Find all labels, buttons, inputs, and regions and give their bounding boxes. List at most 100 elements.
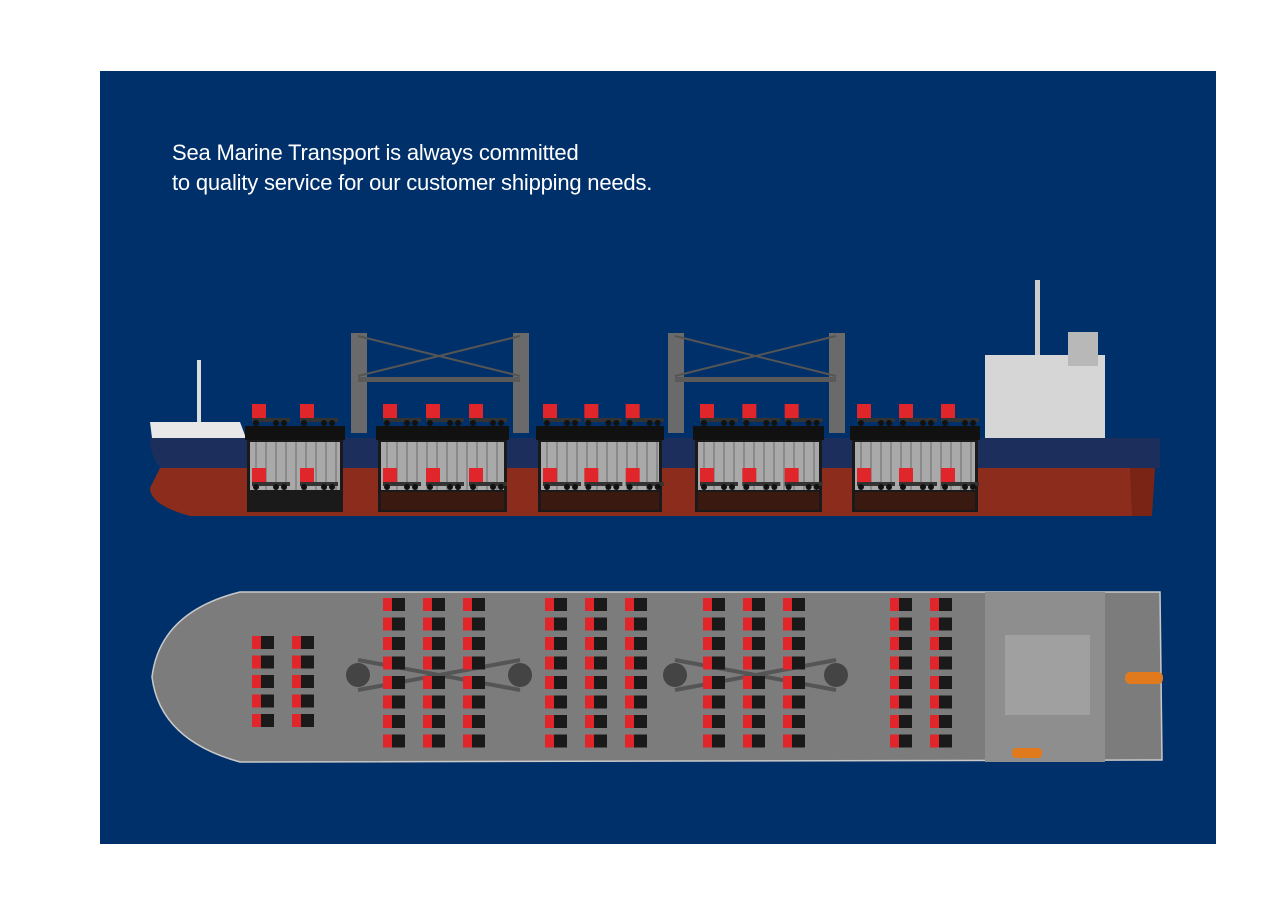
funnel	[1068, 332, 1098, 366]
truck	[783, 715, 805, 728]
hold-stiffener	[255, 442, 257, 490]
truck	[463, 598, 485, 611]
truck	[545, 734, 567, 748]
truck-wheel	[701, 484, 707, 490]
truck-wheel	[785, 484, 792, 490]
hold-floor	[698, 492, 819, 510]
truck-wheel	[253, 484, 259, 490]
truck-wheel	[721, 420, 727, 426]
truck	[743, 695, 765, 709]
hold-stiffener	[723, 442, 725, 490]
hold-stiffener	[920, 442, 922, 490]
truck-wheel	[763, 420, 770, 426]
truck-cab	[625, 404, 640, 418]
truck	[742, 468, 781, 490]
truck	[703, 734, 725, 748]
truck	[703, 715, 725, 728]
bridge-house	[1005, 635, 1090, 715]
truck-cab	[585, 637, 594, 650]
truck-wheel	[301, 420, 307, 426]
truck-wheel	[626, 420, 633, 426]
truck-cab	[784, 468, 799, 482]
truck-chassis	[543, 482, 581, 486]
truck-wheel	[427, 484, 433, 490]
truck-cab	[625, 734, 634, 748]
truck-cab	[703, 676, 712, 689]
truck-cab	[383, 676, 392, 689]
truck	[930, 676, 952, 689]
truck	[930, 715, 952, 728]
truck	[784, 404, 823, 426]
truck	[703, 637, 725, 650]
truck-wheel	[404, 484, 410, 490]
truck-wheel	[920, 420, 926, 426]
truck-wheel	[626, 484, 633, 490]
truck-cab	[783, 695, 792, 709]
truck-wheel	[721, 484, 727, 490]
bow-forecastle	[150, 422, 246, 438]
truck-wheel	[281, 484, 287, 490]
truck	[700, 404, 738, 426]
truck-wheel	[886, 420, 892, 426]
hold-stiffener	[426, 442, 428, 490]
truck-cab	[252, 675, 261, 688]
truck-wheel	[962, 420, 968, 426]
truck-wheel	[928, 484, 934, 490]
truck-cab	[890, 676, 899, 689]
truck-cab	[463, 695, 472, 709]
truck	[930, 695, 952, 709]
truck	[383, 598, 405, 611]
truck	[890, 715, 912, 728]
hold-stiffener	[636, 442, 638, 490]
truck	[783, 617, 805, 631]
truck-cab	[899, 404, 913, 418]
truck-chassis	[469, 482, 507, 486]
truck-wheel	[646, 420, 653, 426]
truck-cab	[703, 617, 712, 631]
truck-chassis	[941, 482, 979, 486]
truck-wheel	[763, 484, 770, 490]
truck-cab	[625, 656, 634, 670]
truck-wheel	[384, 484, 390, 490]
truck-chassis	[300, 482, 338, 486]
truck-wheel	[384, 420, 390, 426]
truck-cab	[585, 617, 594, 631]
truck-cab	[743, 695, 752, 709]
truck	[383, 695, 405, 709]
truck	[890, 637, 912, 650]
truck-wheel	[785, 420, 792, 426]
truck-wheel	[455, 420, 461, 426]
truck-wheel	[253, 420, 259, 426]
truck-wheel	[970, 484, 976, 490]
truck-cab	[545, 734, 554, 748]
truck-cab	[742, 468, 757, 482]
hatch-cover	[376, 426, 509, 440]
crane-wire	[357, 335, 521, 377]
truck	[584, 468, 623, 490]
hold-stiffener	[753, 442, 755, 490]
truck	[252, 655, 274, 669]
truck	[423, 598, 445, 611]
truck	[703, 617, 725, 631]
truck-wheel	[490, 420, 496, 426]
truck-cab	[890, 656, 899, 670]
truck-cab	[543, 404, 557, 418]
truck-cab	[783, 617, 792, 631]
truck	[252, 694, 274, 708]
truck	[625, 676, 647, 689]
hold-stiffener	[275, 442, 277, 490]
hold-stiffener	[466, 442, 468, 490]
truck-chassis	[426, 482, 464, 486]
truck-wheel	[743, 420, 750, 426]
truck-cab	[463, 715, 472, 728]
truck	[585, 637, 607, 650]
truck-chassis	[784, 418, 823, 422]
hold-floor	[855, 492, 975, 510]
truck-wheel	[928, 420, 934, 426]
hold-stiffener	[733, 442, 735, 490]
truck-wheel	[572, 420, 578, 426]
truck	[941, 468, 979, 490]
truck-wheel	[281, 420, 287, 426]
truck-wheel	[613, 420, 620, 426]
lifeboat	[1125, 672, 1163, 684]
